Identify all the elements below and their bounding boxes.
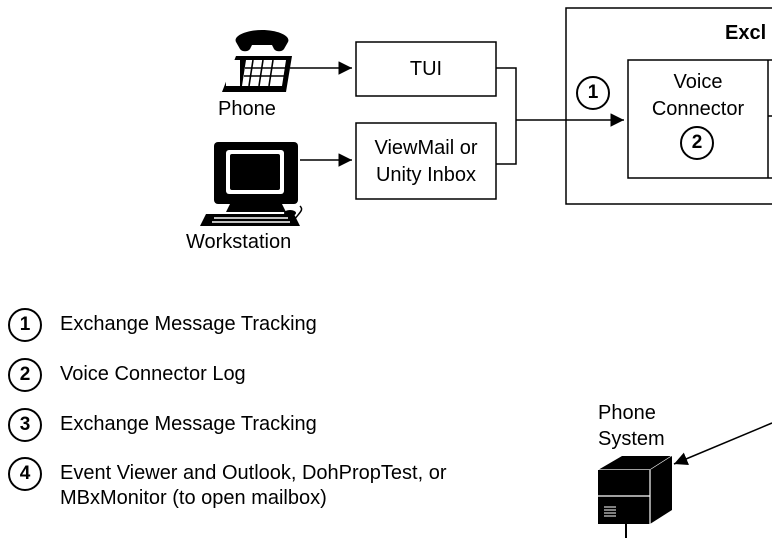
legend-number-4: 4 [8, 457, 42, 491]
legend-number-3: 3 [8, 408, 42, 442]
phone-system-label-line2: System [598, 428, 665, 450]
legend-number-2: 2 [8, 358, 42, 392]
tui-connector-line [496, 67, 517, 165]
phone-system-label-line1: Phone [598, 402, 656, 424]
step-1-marker: 1 [576, 76, 610, 110]
phone-system-icon [598, 455, 673, 538]
voice-connector-label-line1: Voice [673, 71, 723, 93]
workstation-label: Workstation [186, 231, 292, 253]
phone-label: Phone [218, 98, 276, 120]
legend-text-2: Voice Connector Log [60, 363, 246, 385]
legend-number-1: 1 [8, 308, 42, 342]
legend-text-4-line2: MBxMonitor (to open mailbox) [60, 487, 327, 509]
step-2-marker: 2 [680, 126, 714, 160]
exchange-heading: Excl [725, 22, 767, 44]
workstation-icon [200, 142, 303, 226]
exchange-server-box [565, 7, 772, 205]
viewmail-label-line1: ViewMail or [374, 137, 478, 159]
viewmail-box [355, 122, 497, 200]
viewmail-label-line2: Unity Inbox [375, 164, 477, 186]
legend-text-3: Exchange Message Tracking [60, 413, 317, 435]
tui-box [355, 41, 497, 97]
voice-connector-box [627, 59, 772, 179]
phone-icon [222, 30, 292, 92]
legend-text-4: Event Viewer and Outlook, DohPropTest, o… [60, 462, 447, 484]
voice-connector-label-line2: Connector [651, 98, 745, 120]
to-phone-system-arrow [673, 422, 772, 466]
legend-text-1: Exchange Message Tracking [60, 313, 317, 335]
tui-label: TUI [409, 58, 443, 80]
